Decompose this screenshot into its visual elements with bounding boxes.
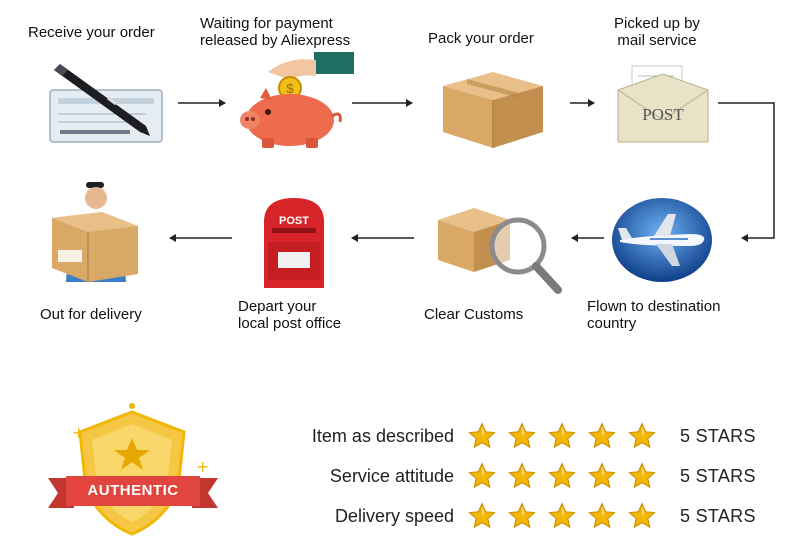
star-icon (548, 502, 576, 530)
airplane-icon (610, 196, 714, 284)
rating-row-delivery: Delivery speed 5 STARS (270, 500, 780, 534)
authentic-badge: + + AUTHENTIC (28, 398, 238, 538)
step-label-pack: Pack your order (428, 30, 534, 47)
star-icon (628, 422, 656, 450)
star-icon (508, 462, 536, 490)
star-icon (508, 422, 536, 450)
step-label-pickup: Picked up by mail service (614, 15, 700, 49)
envelope-post-text: POST (642, 105, 684, 124)
star-icon (588, 502, 616, 530)
rating-label: Service attitude (329, 466, 454, 486)
star-icon (548, 462, 576, 490)
cheque-pen-icon (46, 58, 171, 148)
star-rating (468, 502, 658, 532)
rating-value: 5 STARS (680, 506, 756, 526)
mailbox-icon: POST (254, 192, 334, 292)
step-label-payment: Waiting for payment released by Aliexpre… (200, 15, 351, 49)
step-label-delivery: Out for delivery (40, 306, 142, 323)
star-icon (588, 422, 616, 450)
post-envelope-icon: POST (614, 62, 712, 146)
rating-value: 5 STARS (680, 466, 756, 486)
star-icon (468, 462, 496, 490)
svg-text:$: $ (286, 81, 294, 96)
star-icon (548, 422, 576, 450)
star-icon (508, 502, 536, 530)
delivery-person-icon (44, 182, 144, 288)
step-label-receive: Receive your order (28, 24, 155, 41)
star-icon (468, 502, 496, 530)
rating-value: 5 STARS (680, 426, 756, 446)
rating-row-service: Service attitude 5 STARS (270, 460, 780, 494)
star-icon (468, 422, 496, 450)
star-icon (628, 502, 656, 530)
star-rating (468, 462, 658, 492)
piggy-bank-icon: $ (228, 50, 356, 150)
star-icon (628, 462, 656, 490)
arrow-pickup-to-flown (718, 102, 775, 242)
authentic-badge-text: AUTHENTIC (87, 482, 179, 499)
star-icon (588, 462, 616, 490)
step-label-flown: Flown to destination country (587, 298, 721, 332)
rating-row-item: Item as described 5 STARS (270, 420, 780, 454)
mailbox-post-text: POST (279, 215, 309, 227)
star-rating (468, 422, 658, 452)
customs-magnifier-icon (434, 200, 566, 296)
step-label-customs: Clear Customs (424, 306, 524, 323)
shield-star-icon: + + (48, 403, 218, 536)
rating-label: Delivery speed (334, 506, 454, 526)
box-icon (437, 66, 549, 150)
rating-label: Item as described (311, 426, 454, 446)
step-label-depart: Depart your local post office (238, 298, 342, 332)
svg-text:+: + (196, 457, 209, 476)
